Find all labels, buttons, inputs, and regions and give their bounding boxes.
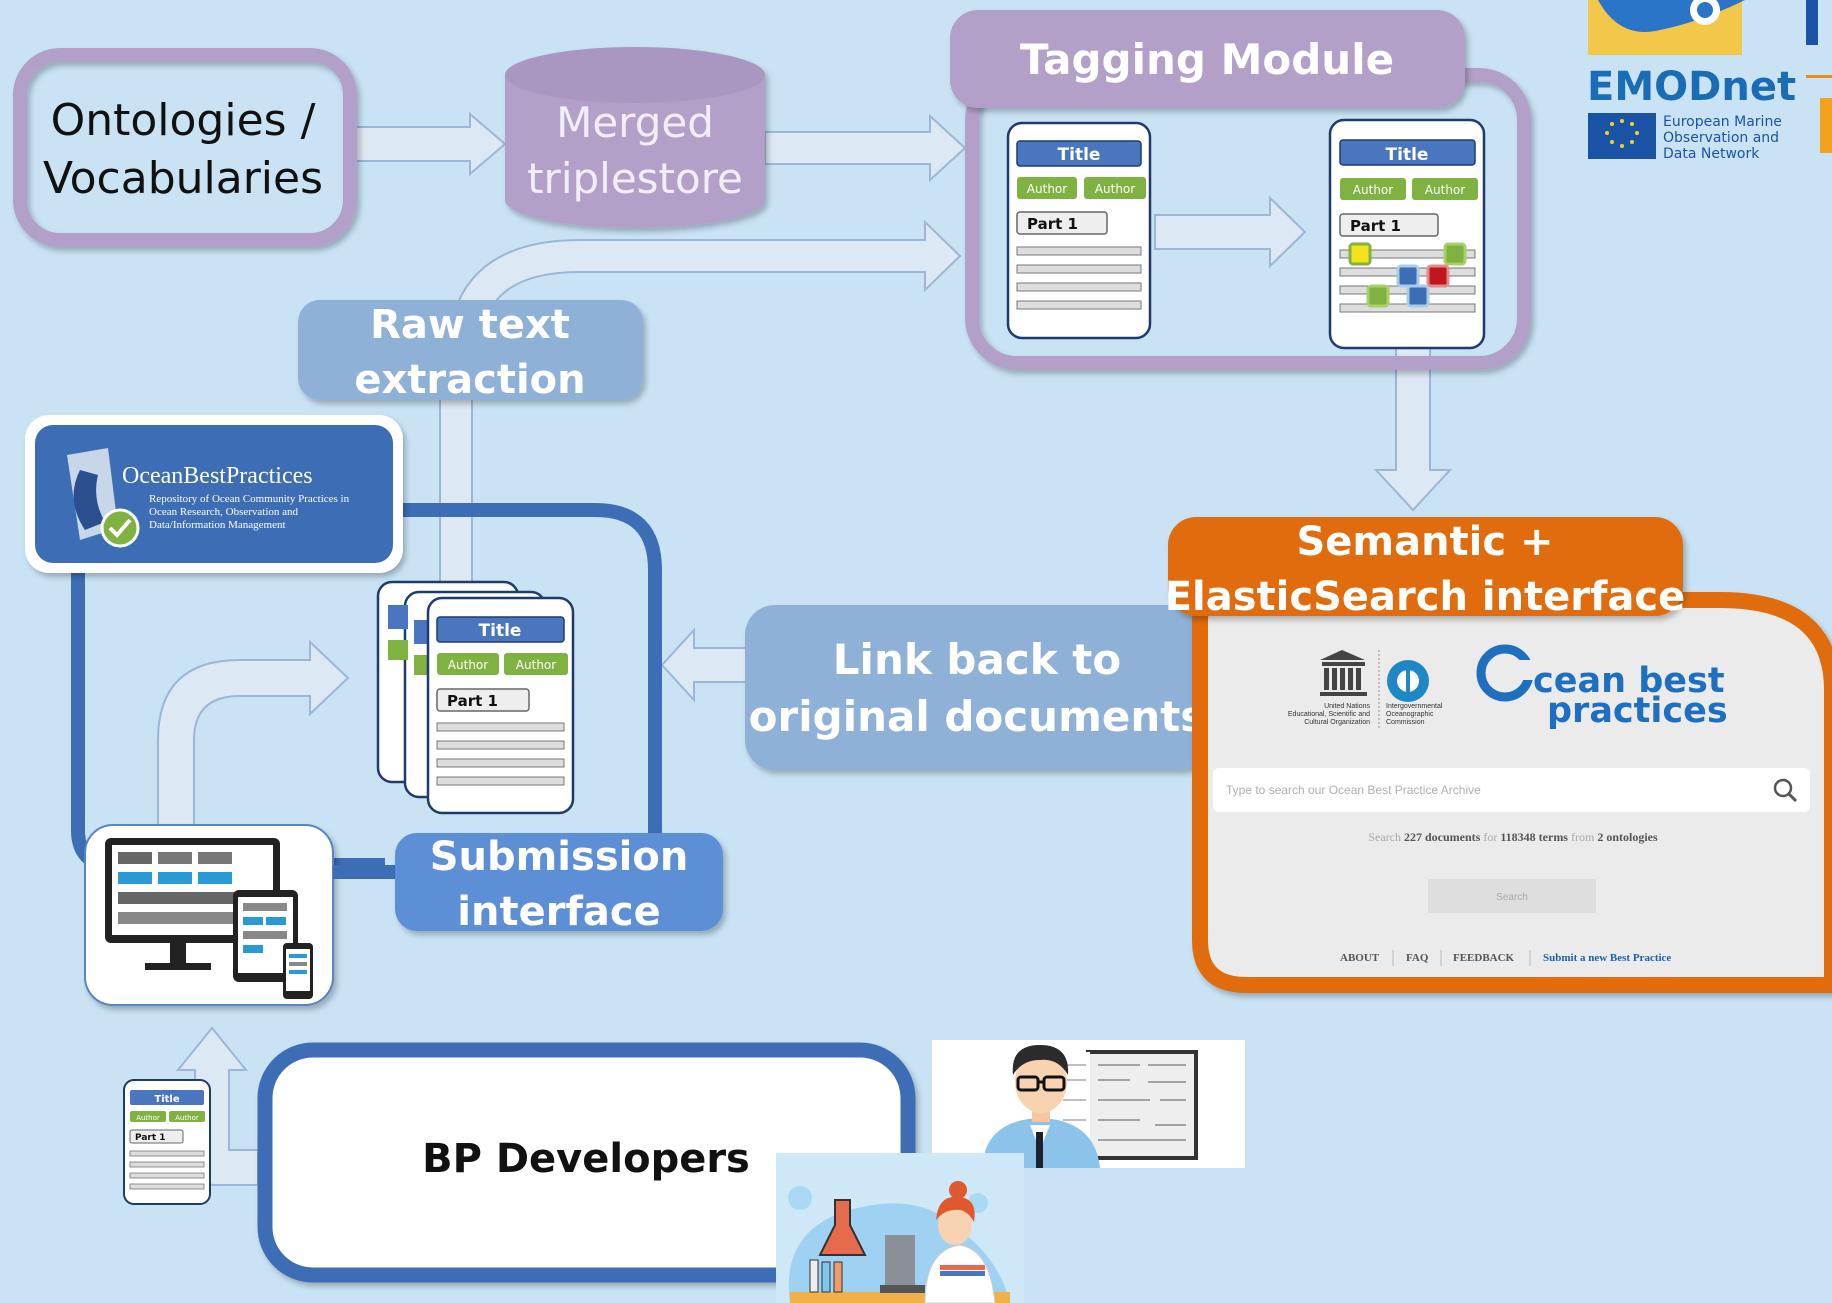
unesco-text-3: Cultural Organization: [1304, 719, 1370, 726]
small-document-icon: Title Author Author Part 1: [123, 1079, 211, 1205]
small-doc-author-2: Author: [175, 1114, 199, 1122]
submission-label-2: interface: [457, 889, 660, 935]
ocean-best-practices-brand: cean best practices: [1476, 644, 1728, 731]
tagging-document-plain: Title Author Author Part 1: [1006, 121, 1152, 340]
emodnet-sub-3: Data Network: [1663, 146, 1760, 162]
stack-doc-author-1: Author: [448, 658, 488, 672]
link-faq[interactable]: FAQ: [1406, 952, 1429, 964]
arrow-ontologies-to-triplestore: [354, 111, 507, 177]
raw-text-label-2: extraction: [354, 357, 585, 403]
devices-icon: [84, 824, 334, 1006]
triplestore-label-1: Merged: [556, 98, 714, 147]
unesco-logo: United Nations Educational, Scientific a…: [1288, 650, 1370, 726]
small-doc-author-1: Author: [136, 1114, 160, 1122]
search-icon[interactable]: [1773, 778, 1798, 803]
doc-b-author-2: Author: [1425, 183, 1465, 197]
ontologies-label-2: Vocabularies: [43, 153, 323, 204]
triplestore-label-2: triplestore: [527, 154, 743, 203]
obp-name: OceanBestPractices: [122, 463, 313, 489]
search-bar[interactable]: Type to search our Ocean Best Practice A…: [1213, 768, 1810, 812]
link-feedback[interactable]: FEEDBACK: [1453, 952, 1515, 964]
triplestore-cylinder: [505, 47, 765, 228]
link-back-label-1: Link back to: [833, 635, 1121, 684]
link-back-label-2: original documents: [749, 692, 1206, 741]
doc-b-title: Title: [1386, 145, 1429, 165]
link-back-node: [745, 605, 1210, 770]
stat-for: for: [1483, 830, 1497, 844]
stat-docs: 227 documents: [1404, 830, 1481, 844]
obp-desc-2: Ocean Research, Observation and: [149, 506, 299, 518]
doc-a-title: Title: [1058, 145, 1101, 165]
arrow-device-to-docs: [157, 639, 350, 826]
doc-b-author-1: Author: [1353, 183, 1393, 197]
device-connector: [333, 865, 403, 879]
arrow-raw-text-vertical: [439, 394, 473, 596]
submission-interface-node: [395, 833, 723, 931]
search-input[interactable]: Type to search our Ocean Best Practice A…: [1226, 783, 1481, 797]
ontologies-label-1: Ontologies /: [51, 95, 316, 146]
link-submit-bp[interactable]: Submit a new Best Practice: [1543, 952, 1671, 964]
developer-illustration: [932, 1040, 1245, 1168]
submission-label-1: Submission: [430, 834, 689, 880]
ontologies-node: [13, 48, 357, 247]
doc-a-author-1: Author: [1027, 182, 1067, 196]
arrow-triplestore-to-tagging: [764, 113, 967, 183]
emodnet-sub-2: Observation and: [1663, 130, 1779, 146]
stat-pre: Search: [1368, 830, 1401, 844]
search-button[interactable]: Search: [1428, 879, 1596, 913]
svg-text:Search 227 documents: Search 227 documents for 118348 terms fr…: [1368, 830, 1658, 844]
doc-b-part: Part 1: [1350, 217, 1401, 235]
semantic-title-box: [1168, 517, 1683, 616]
ioc-text-2: Oceanographic: [1386, 711, 1434, 718]
ocean-best-practices-logo: OceanBestPractices Repository of Ocean C…: [25, 415, 403, 573]
arrow-tagging-internal: [1154, 195, 1307, 269]
stat-from: from: [1571, 830, 1595, 844]
document-stack: Title Author Author Part 1: [376, 580, 575, 815]
semantic-label-2: ElasticSearch interface: [1165, 574, 1686, 620]
doc-a-part: Part 1: [1027, 215, 1078, 233]
search-button-label: Search: [1496, 892, 1528, 903]
stat-onto: 2 ontologies: [1597, 830, 1658, 844]
bp-developers-label: BP Developers: [422, 1136, 750, 1182]
stat-terms: 118348 terms: [1500, 830, 1568, 844]
emodnet-sub-1: European Marine: [1663, 114, 1782, 130]
obp-brand-1: cean best: [1533, 661, 1725, 701]
ioc-text-1: Intergovernmental: [1386, 703, 1443, 710]
stack-doc-author-2: Author: [516, 658, 556, 672]
unesco-text-2: Educational, Scientific and: [1288, 711, 1370, 718]
semantic-label-1: Semantic +: [1296, 519, 1553, 565]
ioc-text-3: Commission: [1386, 719, 1425, 726]
raw-text-label-1: Raw text: [370, 302, 570, 348]
emodnet-name: EMODnet: [1587, 64, 1796, 110]
small-doc-title: Title: [154, 1094, 179, 1105]
scientist-illustration: [776, 1153, 1024, 1303]
obp-brand-2: practices: [1547, 691, 1728, 731]
tagging-module-title: Tagging Module: [1020, 35, 1394, 84]
stack-doc-title: Title: [479, 621, 522, 641]
small-doc-part: Part 1: [135, 1133, 166, 1143]
footer-links: ABOUT FAQ FEEDBACK Submit a new Best Pra…: [1340, 950, 1671, 966]
obp-desc-3: Data/Information Management: [149, 519, 286, 531]
stack-doc-part: Part 1: [447, 692, 498, 710]
raw-text-node: [298, 300, 643, 400]
unesco-text-1: United Nations: [1324, 703, 1370, 710]
tagging-module-title-box: [950, 10, 1465, 108]
doc-a-author-2: Author: [1095, 182, 1135, 196]
arrow-raw-text-to-tagging: [453, 219, 962, 311]
obp-desc-1: Repository of Ocean Community Practices …: [149, 493, 350, 505]
ioc-logo: Intergovernmental Oceanographic Commissi…: [1386, 660, 1443, 726]
search-stats: Search 227 documents for 118348 terms fr…: [1368, 830, 1658, 844]
emodnet-logo: EMODnet European Marine Observation and …: [1587, 0, 1832, 162]
link-about[interactable]: ABOUT: [1340, 952, 1380, 964]
tagging-document-tagged: Title Author Author Part 1: [1328, 118, 1486, 350]
